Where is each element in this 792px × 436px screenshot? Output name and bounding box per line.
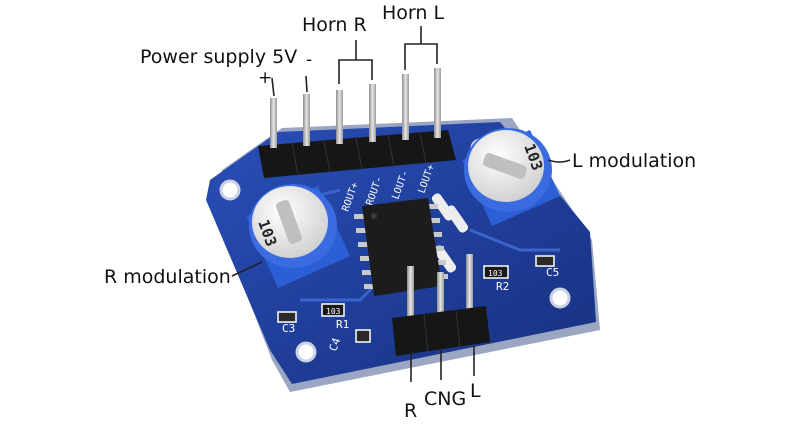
bottom-pin-r [407,266,414,328]
callout-lines [231,26,571,382]
chip-pin [362,270,372,275]
chip-pin [436,260,446,265]
capacitor [433,245,457,273]
amplifier-chip [354,198,448,296]
bottom-header-base [392,306,490,356]
silk-r2: R2 [496,280,509,293]
right-potentiometer: 103 [462,128,560,226]
pot-slot [483,153,527,179]
chip-pin [434,246,444,251]
silk-c4: C4 [327,336,344,353]
bracket-horn-r [338,59,373,84]
header-pin-horn-l [402,74,409,140]
header-pin-horn-l [434,68,441,138]
bottom-pin-cng [437,272,444,328]
label-r-modulation: R modulation [104,266,231,288]
mounting-hole [295,341,317,363]
resistor-r2 [483,265,509,279]
header-divider [423,313,429,353]
header-divider [355,137,363,170]
header-pin-plus [270,98,277,148]
capacitor-c4 [355,329,371,343]
callout-minus [305,75,308,93]
header-pin-minus [303,94,310,146]
chip-pin [430,218,440,223]
resistor-r2-code: 103 [488,269,503,278]
smd-components: 103 103 [277,193,555,343]
resistor-r1-code: 103 [326,307,341,316]
silk-r1: R1 [336,318,349,331]
chip-pin [358,242,368,247]
chip-pin [364,284,374,289]
silk-c3: C3 [282,322,295,335]
chip-pin [428,204,438,209]
pcb-trace [469,228,560,252]
bottom-pin-header [392,254,490,356]
chip-body [362,198,442,296]
chip-pin [432,232,442,237]
callout-plus [271,77,275,97]
capacitor-c5 [535,255,555,267]
silk-c5: C5 [546,266,559,279]
left-potentiometer: 103 [246,184,350,288]
header-divider [387,134,395,167]
chip-pin [354,214,364,219]
chip-pin [360,256,370,261]
header-divider [455,309,461,348]
chip-notch [371,213,377,219]
capacitor [445,205,469,233]
bracket-horn-l [404,43,438,70]
label-cng: CNG [424,388,467,410]
callout-r-modulation [231,261,263,277]
label-minus: - [306,50,313,70]
label-power-supply: Power supply 5V [140,46,298,68]
label-horn-l: Horn L [382,2,445,24]
top-pin-header [258,68,456,178]
label-r: R [404,400,418,422]
header-divider [323,140,331,173]
chip-pin [356,228,366,233]
mounting-hole [219,179,241,201]
bottom-pin-l [466,254,473,324]
pot-slot [276,200,302,244]
label-l-modulation: L modulation [572,150,697,172]
label-l: L [470,380,481,402]
callout-l-modulation [547,159,571,163]
label-horn-r: Horn R [302,14,367,36]
header-pin-horn-r [369,84,376,142]
resistor-r1 [321,303,345,317]
header-divider [419,132,427,164]
label-plus: + [258,68,273,88]
header-pin-horn-r [336,90,343,144]
header-divider [291,142,299,176]
mounting-hole [549,287,571,309]
capacitor-c3 [277,311,297,323]
